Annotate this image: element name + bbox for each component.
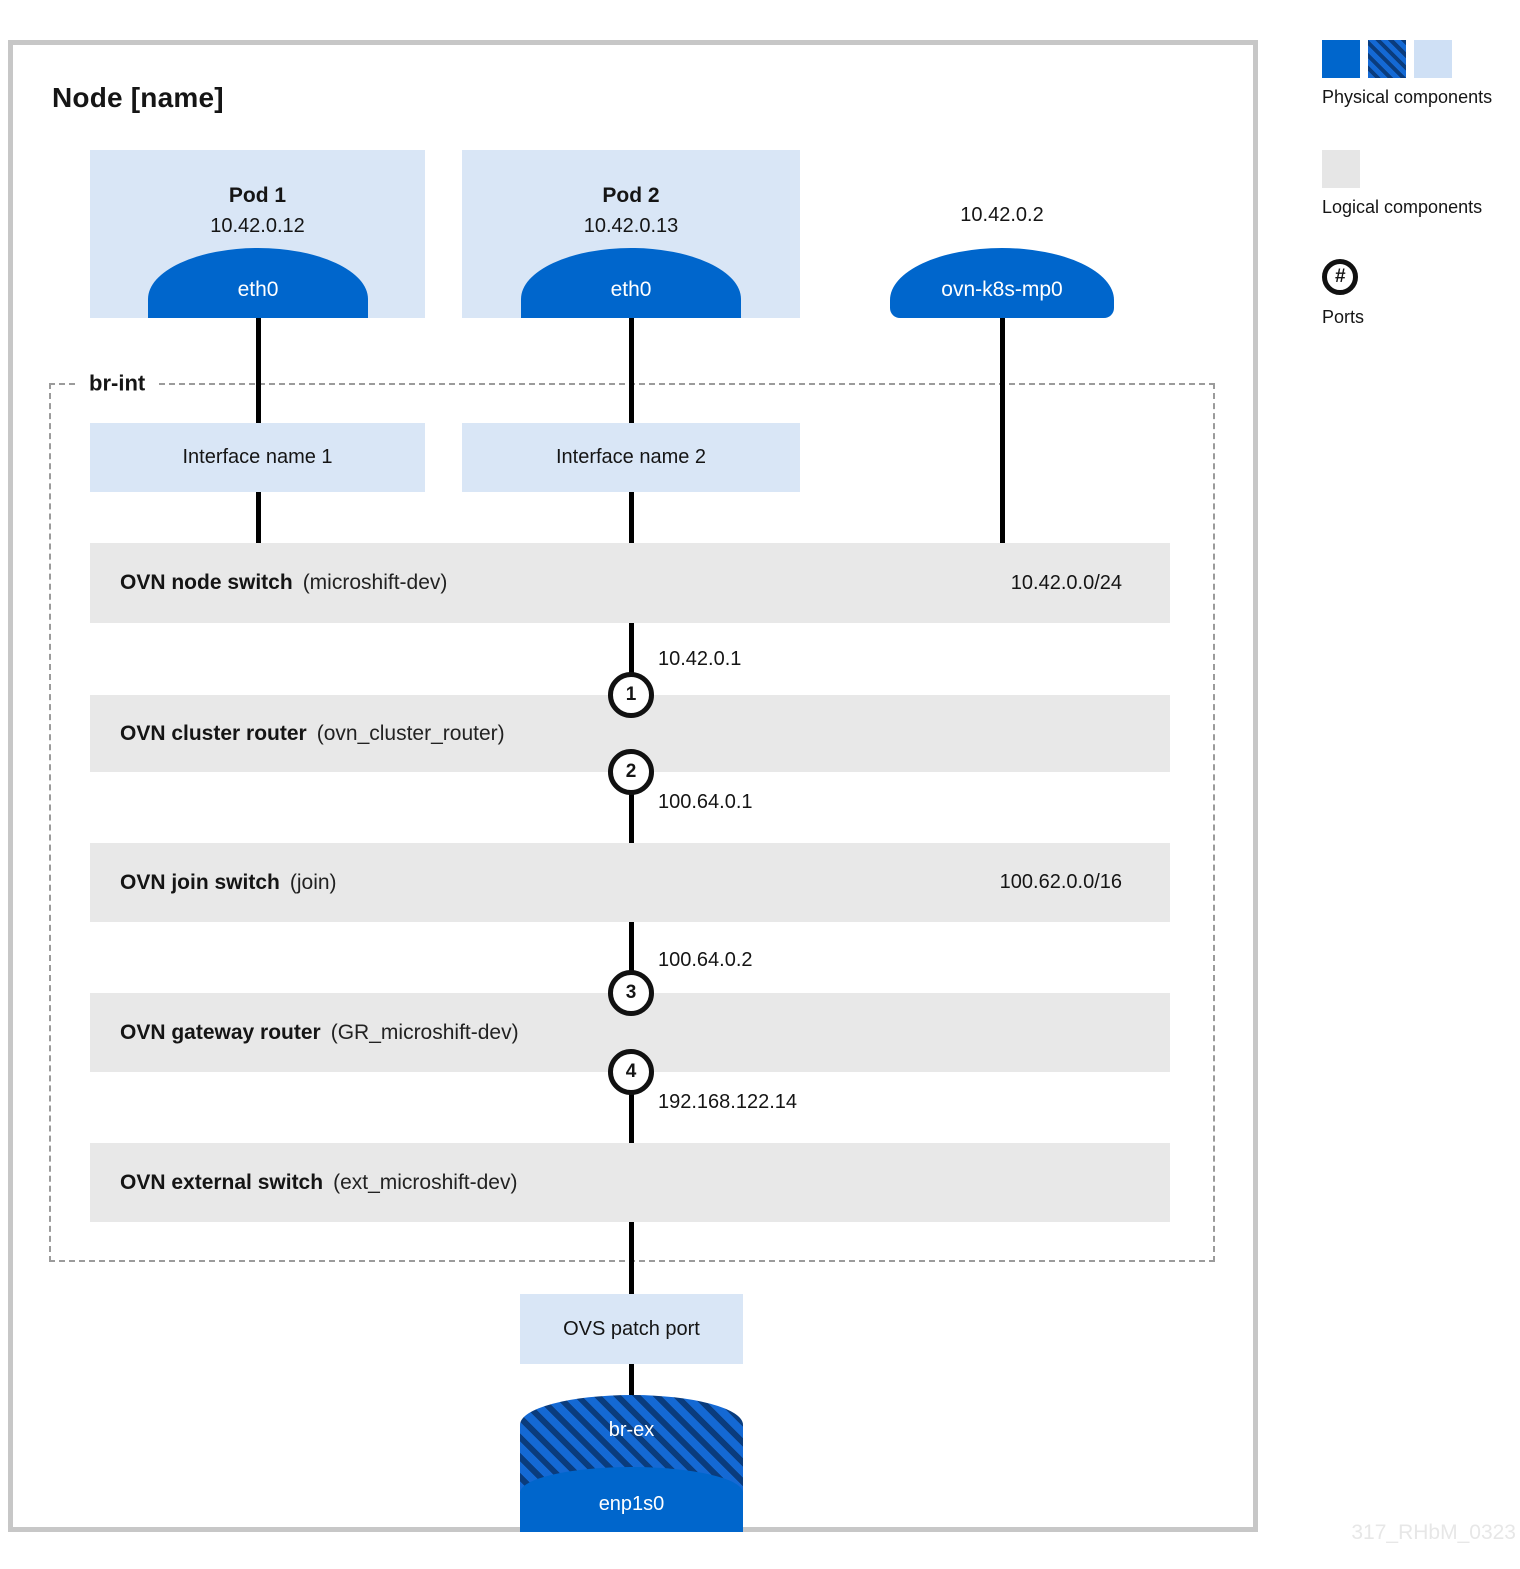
watermark: 317_RHbM_0323 [1351, 1521, 1516, 1544]
connector-node-switch-to-port-1 [629, 623, 634, 695]
port-4-ip: 192.168.122.14 [658, 1091, 798, 1113]
ovn-join-switch-detail: (join) [289, 870, 337, 894]
ovn-node-switch-name: OVN node switch [120, 571, 293, 594]
pod-1-ip: 10.42.0.12 [210, 215, 305, 237]
connector-mgmt-port-to-node-switch [1000, 318, 1005, 543]
br-int-label: br-int [75, 370, 160, 397]
connector-eth0-2-to-interface-2 [629, 318, 634, 423]
legend-swatch-solid-blue [1322, 40, 1360, 78]
interface-1-box: Interface name 1 [90, 423, 425, 492]
connector-external-switch-to-patch-port [629, 1222, 634, 1294]
ovn-external-switch-name: OVN external switch [120, 1170, 324, 1194]
mgmt-port-ip: 10.42.0.2 [960, 204, 1044, 226]
pod-2-name: Pod 2 [602, 184, 660, 207]
legend-swatch-gray [1322, 150, 1360, 188]
connector-eth0-1-to-interface-1 [256, 318, 261, 423]
legend-swatch-hatched-blue [1368, 40, 1406, 78]
ovn-join-switch-subnet: 100.62.0.0/16 [999, 871, 1122, 893]
ovn-gateway-router-name: OVN gateway router [120, 1020, 321, 1044]
port-circle-4: 4 [608, 1049, 654, 1095]
interface-2-box: Interface name 2 [462, 423, 800, 492]
ovn-external-switch-detail: (ext_microshift-dev) [333, 1170, 518, 1194]
port-1-ip: 10.42.0.1 [658, 648, 742, 670]
ovn-external-switch-bar: OVN external switch (ext_microshift-dev) [90, 1143, 1170, 1222]
ovn-cluster-router-name: OVN cluster router [120, 721, 307, 745]
pod-1-name: Pod 1 [228, 184, 287, 207]
legend-swatch-light-blue [1414, 40, 1452, 78]
port-2-ip: 100.64.0.1 [658, 791, 753, 813]
ovn-join-switch-bar: OVN join switch (join) 100.62.0.0/16 [90, 843, 1170, 922]
ovn-node-switch-bar: OVN node switch (microshift-dev) 10.42.0… [90, 543, 1170, 623]
port-circle-2: 2 [608, 749, 654, 795]
ovn-cluster-router-detail: (ovn_cluster_router) [316, 721, 505, 745]
legend-logical-label: Logical components [1322, 197, 1483, 217]
ovn-gateway-router-detail: (GR_microshift-dev) [330, 1020, 519, 1044]
connector-interface-1-to-node-switch [256, 492, 261, 543]
legend-physical-label: Physical components [1322, 87, 1493, 107]
enp1s0-nic: enp1s0 [520, 1467, 743, 1532]
port-circle-3: 3 [608, 970, 654, 1016]
legend-ports-label: Ports [1322, 307, 1365, 327]
connector-port-4-to-external-switch [629, 1072, 634, 1143]
node-title: Node [name] [52, 82, 224, 113]
connector-interface-2-to-node-switch [629, 492, 634, 543]
connector-port-2-to-join-switch [629, 772, 634, 843]
ovn-node-switch-subnet: 10.42.0.0/24 [1010, 571, 1122, 594]
ovn-node-switch-detail: (microshift-dev) [302, 571, 448, 594]
port-3-ip: 100.64.0.2 [658, 949, 753, 971]
legend-ports-icon: # [1322, 259, 1358, 295]
connector-patch-port-to-br-ex [629, 1364, 634, 1395]
port-circle-1: 1 [608, 672, 654, 718]
ovs-patch-port-box: OVS patch port [520, 1294, 743, 1364]
pod-2-ip: 10.42.0.13 [583, 215, 679, 237]
connector-join-switch-to-port-3 [629, 922, 634, 993]
ovn-join-switch-name: OVN join switch [120, 870, 280, 894]
